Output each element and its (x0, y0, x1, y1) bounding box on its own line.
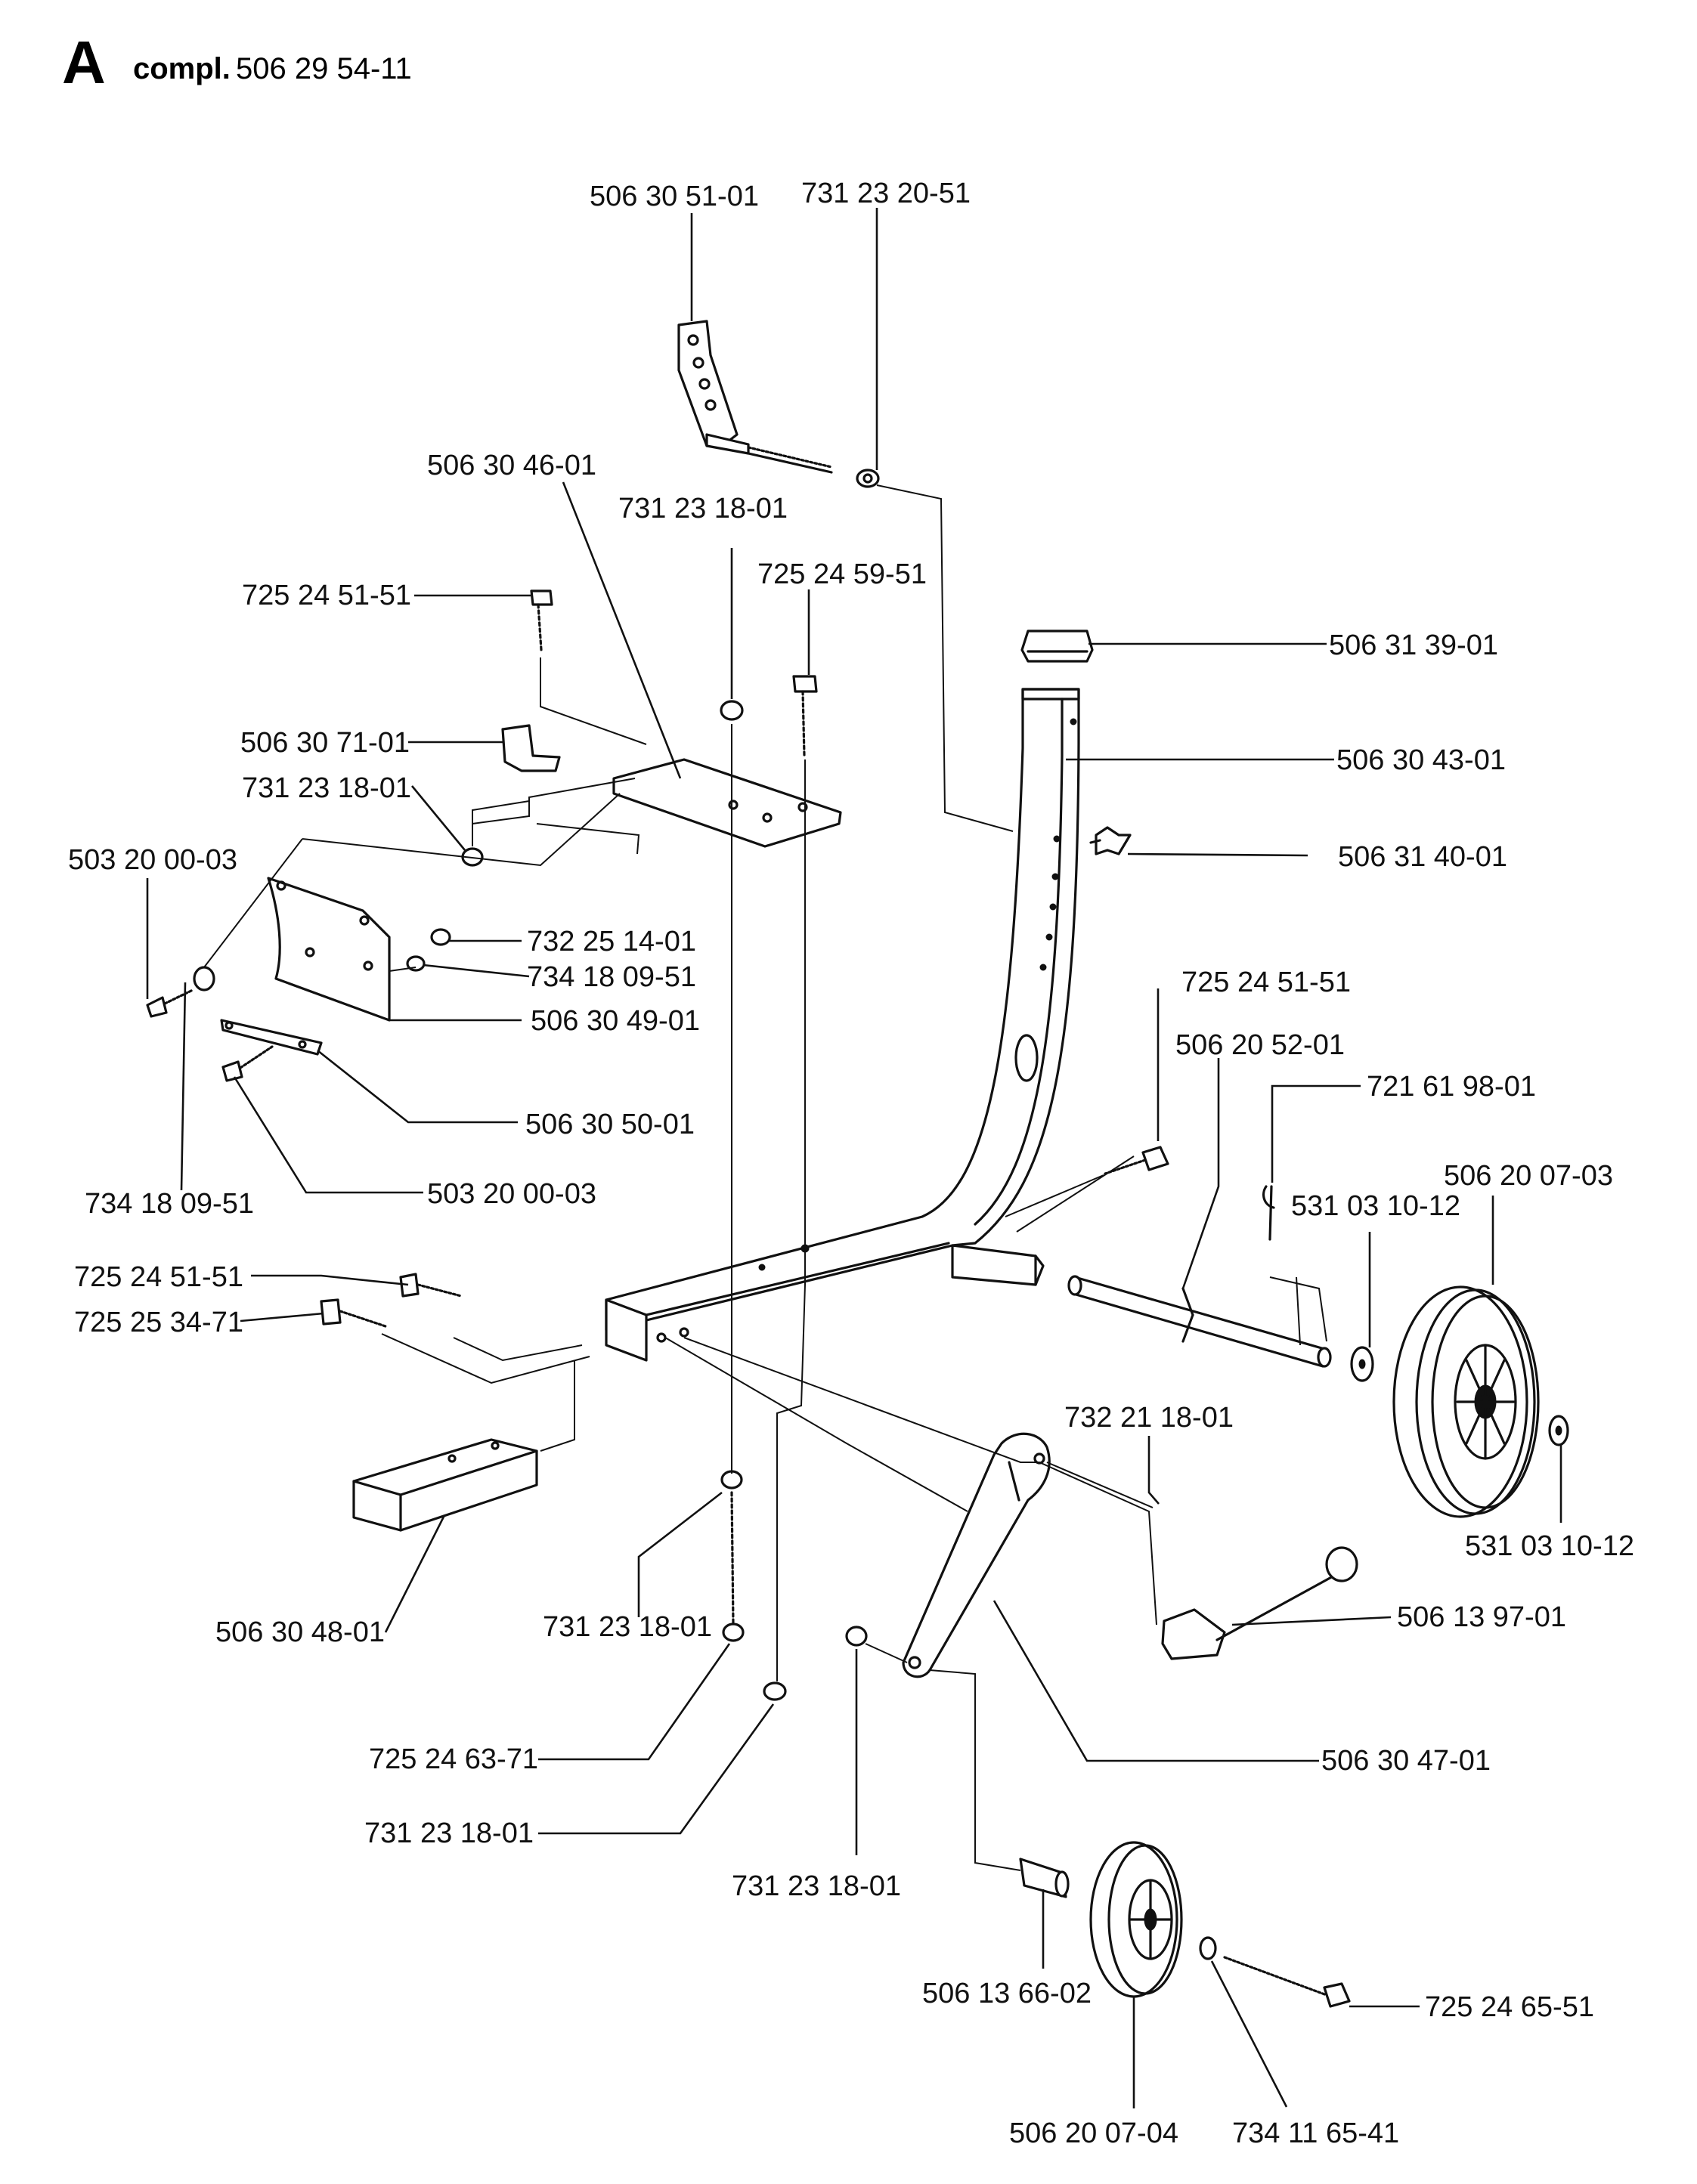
callout-label: 506 31 39-01 (1329, 630, 1498, 661)
callout-label: 731 23 18-01 (618, 493, 788, 524)
callout-label: 731 23 18-01 (732, 1870, 901, 1902)
large-wheel (1392, 1285, 1540, 1518)
bolt-503-20-00-03-bottom (221, 1045, 274, 1082)
callout-label: 531 03 10-12 (1291, 1190, 1460, 1222)
callout-label: 731 23 18-01 (242, 772, 411, 804)
callout-label: 506 13 97-01 (1397, 1601, 1566, 1633)
callout-label: 503 20 00-03 (68, 844, 237, 876)
callout-label: 506 30 51-01 (590, 181, 759, 212)
callout-label: 506 30 49-01 (531, 1005, 700, 1037)
callout-label: 731 23 20-51 (801, 178, 971, 209)
bolt-725-24-51-51-left (399, 1273, 463, 1298)
washer-734-18-09-51-right (406, 955, 426, 972)
callout-label: 506 30 47-01 (1321, 1745, 1491, 1777)
bolt-725-24-51-51-right (1104, 1146, 1169, 1175)
callout-label: 731 23 18-01 (364, 1817, 534, 1849)
callout-labels: 506 30 51-01 731 23 20-51 506 30 46-01 7… (68, 178, 1634, 2149)
callout-label: 725 24 59-51 (757, 558, 927, 590)
callout-label: 506 20 07-03 (1444, 1160, 1613, 1192)
bolt-725-24-59-51 (792, 675, 818, 757)
callout-label: 506 30 48-01 (215, 1616, 385, 1648)
callout-label: 732 25 14-01 (527, 926, 696, 957)
guard-plate (267, 877, 391, 1022)
callout-label: 734 18 09-51 (85, 1188, 254, 1220)
callout-label: 506 20 52-01 (1175, 1029, 1345, 1061)
callout-label: 725 25 34-71 (74, 1307, 243, 1338)
callout-label: 503 20 00-03 (427, 1178, 596, 1210)
callout-label: 506 30 46-01 (427, 450, 596, 481)
counterweight-block (352, 1438, 538, 1532)
nut-731-23-18-01-low (763, 1681, 787, 1701)
nut-731-23-18-01-mid (720, 1470, 743, 1626)
washer-734-18-09-51-left (193, 966, 215, 991)
nut-top (856, 469, 880, 488)
callout-label: 725 24 65-51 (1425, 1991, 1594, 2023)
callout-label: 506 31 40-01 (1338, 841, 1507, 873)
callout-label: 725 24 51-51 (242, 580, 411, 611)
callout-label: 734 18 09-51 (527, 961, 696, 993)
bolt-725-24-63-71 (722, 1623, 745, 1642)
height-bracket (677, 320, 833, 474)
callout-label: 721 61 98-01 (1367, 1071, 1536, 1103)
bolt-725-24-65-51 (1223, 1956, 1351, 2008)
callout-label: 725 24 63-71 (369, 1743, 538, 1775)
wing-nut (1089, 826, 1132, 855)
angle-bracket (501, 724, 561, 772)
washer-734-11-65-41 (1199, 1936, 1217, 1960)
callout-label: 732 21 18-01 (1064, 1402, 1234, 1434)
lock-handle (1161, 1546, 1358, 1660)
compl-label: compl. (133, 52, 231, 85)
bolt-725-24-51-51-top (530, 589, 553, 651)
section-letter: A (62, 29, 106, 96)
handle-tube (605, 688, 1080, 1362)
callout-label: 725 24 51-51 (1181, 967, 1351, 998)
explode-lines (203, 484, 1327, 1871)
callout-label: 506 20 07-04 (1009, 2117, 1178, 2149)
nut-732-25-14-01 (430, 928, 451, 946)
small-wheel (1089, 1841, 1183, 1998)
callout-label: 531 03 10-12 (1465, 1530, 1634, 1562)
spacer-tube (1019, 1858, 1070, 1898)
bolt-503-20-00-03-top (146, 988, 194, 1018)
washer-531-03-10-12-outer (1548, 1415, 1569, 1446)
nut-731-23-18-01-axle (845, 1626, 868, 1647)
callout-label: 731 23 18-01 (543, 1611, 712, 1643)
callout-label: 506 30 50-01 (525, 1109, 695, 1140)
assembly-number: 506 29 54-11 (236, 52, 412, 85)
lever-arm (902, 1432, 1051, 1678)
washer-531-03-10-12-inner (1350, 1346, 1374, 1382)
callout-label: 725 24 51-51 (74, 1261, 243, 1293)
clamp-strip (220, 1019, 323, 1056)
callout-label: 734 11 65-41 (1232, 2117, 1399, 2149)
bolt-725-25-34-71 (320, 1298, 387, 1328)
callout-label: 506 13 66-02 (922, 1978, 1092, 2009)
nut-731-23-18-01-top (720, 700, 744, 721)
cotter-pin (1262, 1185, 1275, 1241)
axle (1067, 1275, 1332, 1368)
callout-label: 506 30 71-01 (240, 727, 410, 759)
leader-lines (146, 208, 1562, 2108)
tube-cap (1020, 630, 1094, 663)
mounting-plate (612, 758, 842, 848)
callout-label: 506 30 43-01 (1336, 744, 1506, 776)
